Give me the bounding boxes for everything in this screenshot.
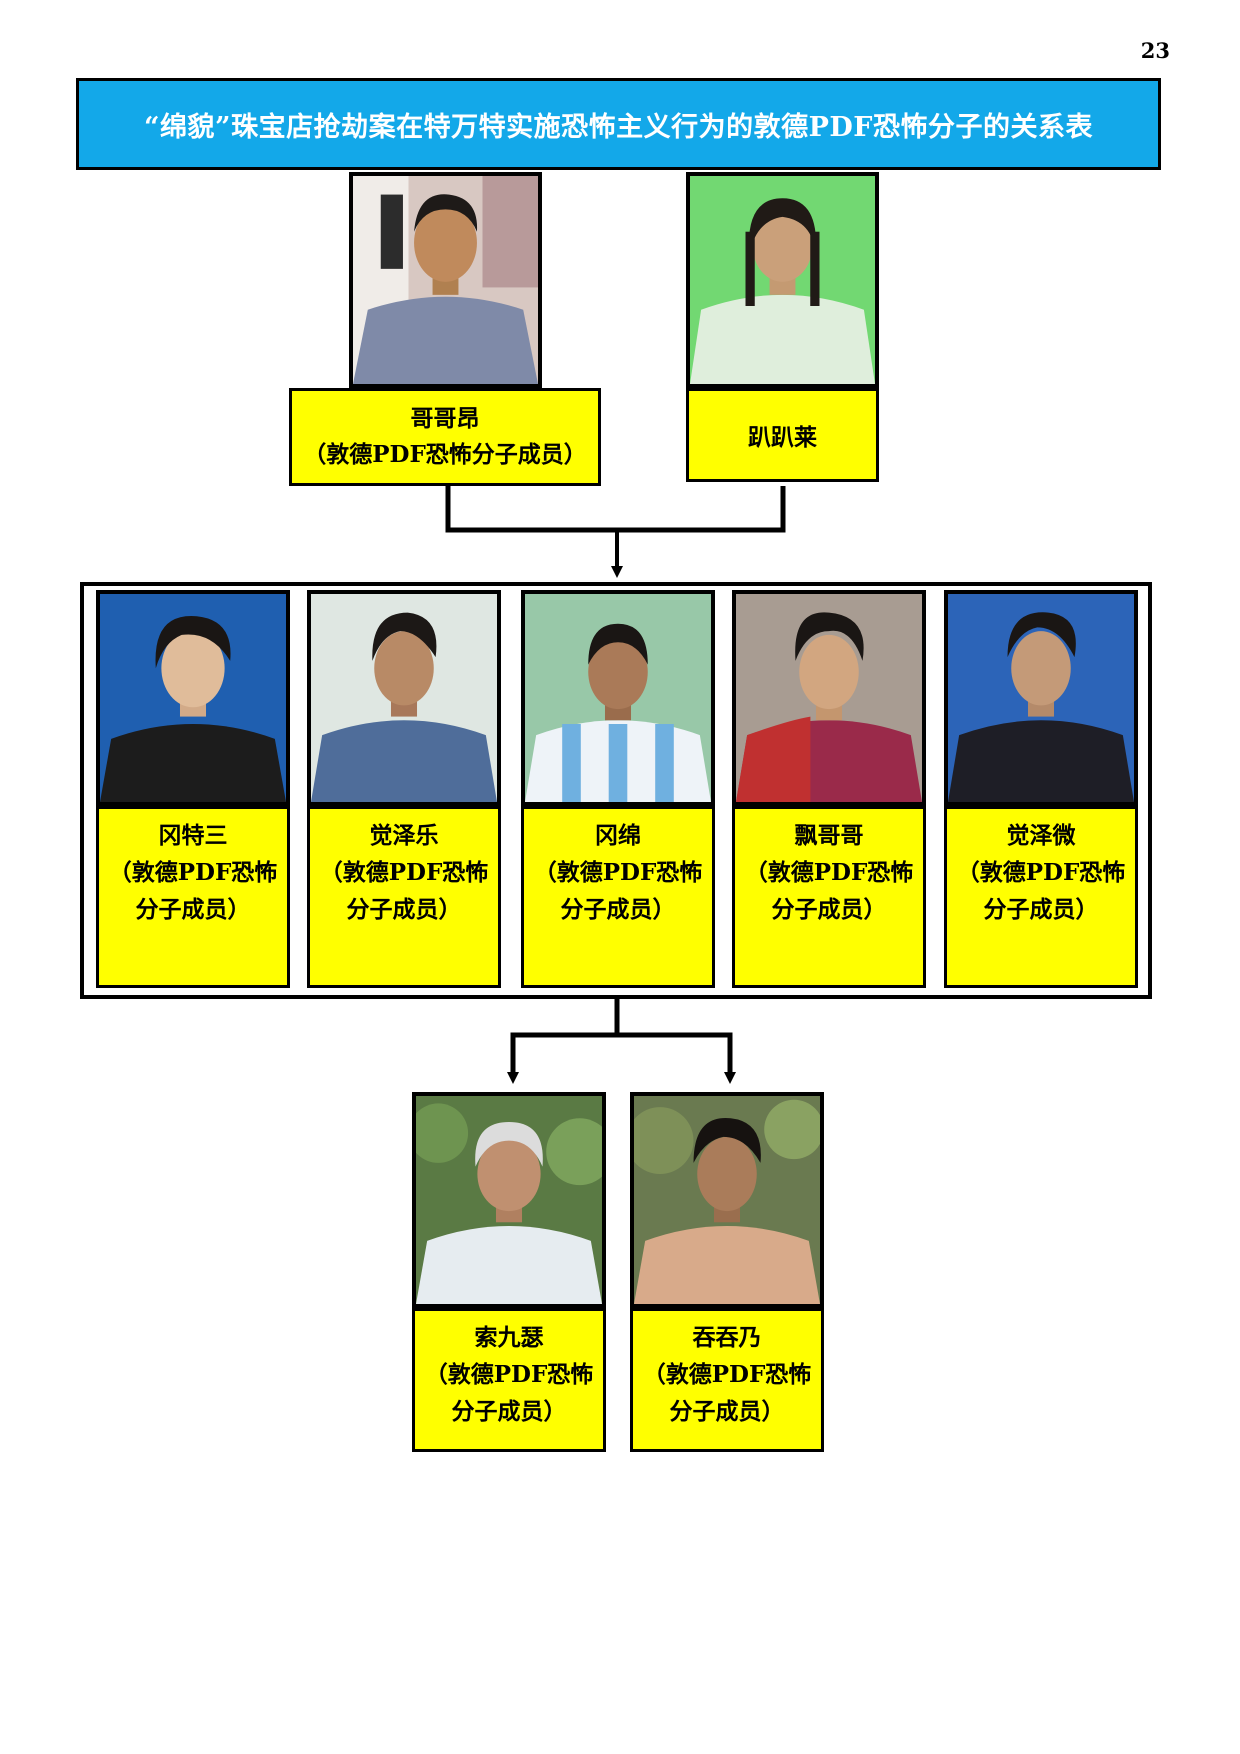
photo-person-2 bbox=[686, 172, 879, 388]
person-role: （敦德PDF恐怖分子成员） bbox=[303, 441, 587, 468]
chart-title: “绵貌”珠宝店抢劫案在特万特实施恐怖主义行为的敦德PDF恐怖分子的关系表 bbox=[76, 78, 1161, 170]
bottom-connector bbox=[507, 999, 620, 1084]
member-group-frame bbox=[80, 582, 1152, 999]
label-person-2: 趴趴莱 bbox=[686, 388, 879, 482]
person-name: 吞吞乃 bbox=[692, 1324, 762, 1351]
label-person-4: 觉泽乐 （敦德PDF恐怖分子成员） bbox=[307, 806, 501, 988]
label-person-8: 索九瑟 （敦德PDF恐怖分子成员） bbox=[412, 1308, 606, 1452]
person-role: （敦德PDF恐怖分子成员） bbox=[956, 859, 1126, 923]
page-number: 23 bbox=[1140, 38, 1170, 63]
photo-person-3 bbox=[96, 590, 290, 806]
photo-person-9 bbox=[630, 1092, 824, 1308]
person-role: （敦德PDF恐怖分子成员） bbox=[108, 859, 278, 923]
label-person-1: 哥哥昂 （敦德PDF恐怖分子成员） bbox=[289, 388, 601, 486]
person-role: （敦德PDF恐怖分子成员） bbox=[533, 859, 703, 923]
photo-person-1 bbox=[349, 172, 542, 388]
person-role: （敦德PDF恐怖分子成员） bbox=[424, 1361, 594, 1425]
person-name: 哥哥昂 bbox=[410, 405, 480, 432]
label-person-9: 吞吞乃 （敦德PDF恐怖分子成员） bbox=[630, 1308, 824, 1452]
label-person-3: 冈特三 （敦德PDF恐怖分子成员） bbox=[96, 806, 290, 988]
person-name: 觉泽微 bbox=[1006, 822, 1076, 849]
person-name: 索九瑟 bbox=[474, 1324, 544, 1351]
photo-person-5 bbox=[521, 590, 715, 806]
photo-person-7 bbox=[944, 590, 1138, 806]
label-person-5: 冈绵 （敦德PDF恐怖分子成员） bbox=[521, 806, 715, 988]
label-person-7: 觉泽微 （敦德PDF恐怖分子成员） bbox=[944, 806, 1138, 988]
person-role: （敦德PDF恐怖分子成员） bbox=[319, 859, 489, 923]
photo-person-8 bbox=[412, 1092, 606, 1308]
person-name: 趴趴莱 bbox=[748, 424, 817, 451]
photo-person-4 bbox=[307, 590, 501, 806]
person-role: （敦德PDF恐怖分子成员） bbox=[744, 859, 914, 923]
bottom-connector-right bbox=[617, 1032, 736, 1084]
person-name: 飘哥哥 bbox=[794, 822, 864, 849]
person-name: 觉泽乐 bbox=[369, 822, 439, 849]
photo-person-6 bbox=[732, 590, 926, 806]
top-connector bbox=[445, 486, 786, 533]
person-name: 冈绵 bbox=[595, 822, 641, 849]
person-name: 冈特三 bbox=[158, 822, 228, 849]
person-role: （敦德PDF恐怖分子成员） bbox=[642, 1361, 812, 1425]
label-person-6: 飘哥哥 （敦德PDF恐怖分子成员） bbox=[732, 806, 926, 988]
chart-title-text: “绵貌”珠宝店抢劫案在特万特实施恐怖主义行为的敦德PDF恐怖分子的关系表 bbox=[144, 111, 1093, 143]
